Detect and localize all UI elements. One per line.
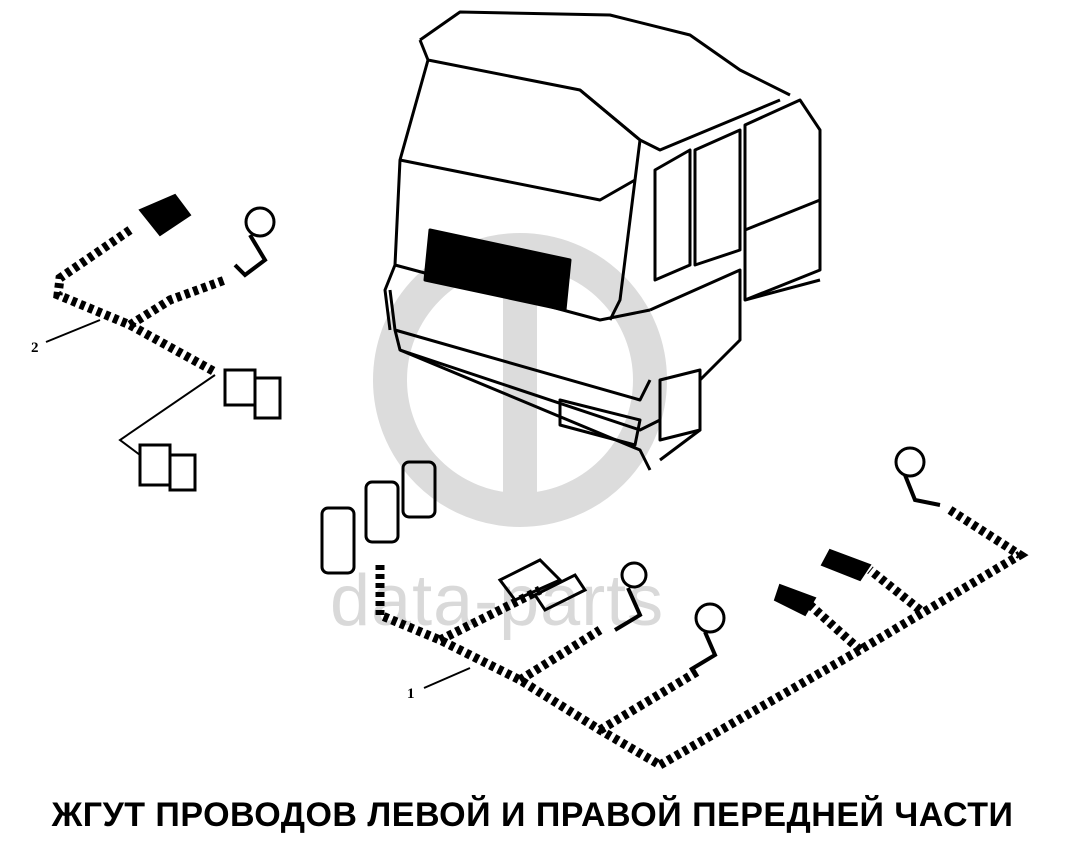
callout-number-2: 2 (31, 340, 39, 356)
truck-cab-illustration (383, 10, 822, 471)
harness-1 (320, 446, 1029, 769)
callout-number-1: 1 (407, 686, 415, 702)
callout-2-leader (45, 319, 101, 343)
watermark-logo-text: data-parts (330, 561, 665, 641)
harness-2 (53, 193, 282, 492)
callout-1-leader (423, 667, 471, 689)
diagram-caption: ЖГУТ ПРОВОДОВ ЛЕВОЙ И ПРАВОЙ ПЕРЕДНЕЙ ЧА… (51, 796, 1014, 834)
